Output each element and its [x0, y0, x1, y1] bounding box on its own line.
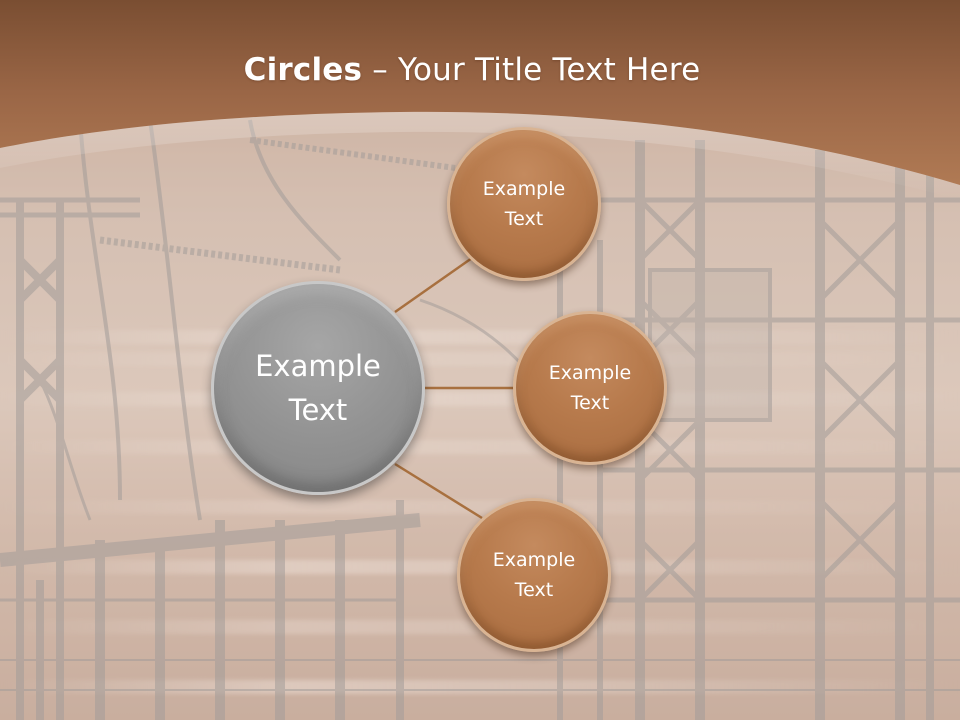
satellite-middle-line2: Text	[570, 392, 610, 414]
satellite-circle-bottom[interactable]: Example Text	[457, 498, 611, 652]
slide-title[interactable]: Circles – Your Title Text Here	[0, 52, 944, 88]
cloud-streak	[0, 500, 960, 514]
connector-top	[394, 256, 473, 314]
satellite-circle-middle[interactable]: Example Text	[513, 311, 667, 465]
satellite-circle-top[interactable]: Example Text	[447, 127, 601, 281]
center-circle[interactable]: Example Text	[211, 281, 425, 495]
connector-bottom	[394, 462, 483, 520]
satellite-bottom-line2: Text	[514, 579, 554, 601]
satellite-top-line2: Text	[504, 208, 544, 230]
satellite-top-line1: Example	[482, 178, 566, 200]
satellite-bottom-line1: Example	[492, 549, 576, 571]
title-bold: Circles	[243, 52, 363, 88]
center-circle-line2: Text	[288, 393, 348, 427]
satellite-middle-line1: Example	[548, 362, 632, 384]
title-rest: – Your Title Text Here	[362, 52, 701, 88]
header-band	[0, 0, 960, 200]
center-circle-line1: Example	[255, 349, 381, 383]
